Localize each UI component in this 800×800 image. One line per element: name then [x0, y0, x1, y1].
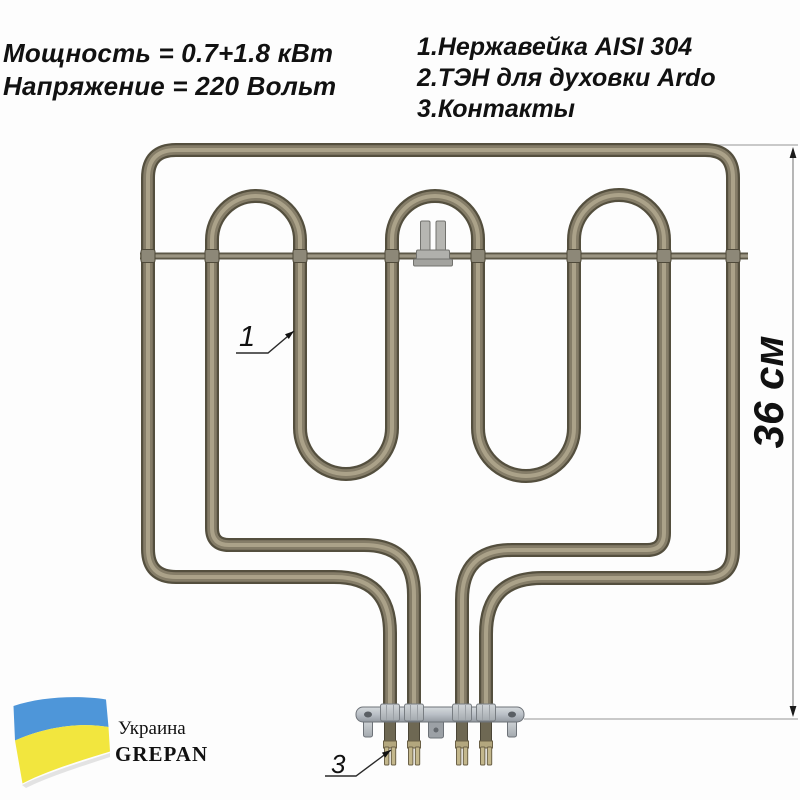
center-tab-screw	[433, 727, 439, 733]
plate-stud-right	[507, 719, 517, 738]
rod-clip	[566, 249, 582, 263]
inner-tube-highlight	[210, 193, 666, 716]
callout-3-arrowhead	[381, 750, 391, 758]
plate-stud-left	[363, 719, 373, 738]
callout-3-label: 3	[331, 749, 346, 779]
callout-1-label: 1	[239, 321, 256, 353]
legend-item-contacts: 3.Контакты	[417, 95, 576, 123]
hanger-prong-right	[435, 220, 446, 255]
country-label: Украина	[118, 718, 186, 739]
fork-terminals	[383, 740, 493, 766]
hanger-lip	[413, 258, 453, 267]
rod-clip	[725, 249, 741, 263]
arrow-up-icon	[789, 147, 797, 158]
ukraine-flag-icon	[13, 697, 110, 788]
rod-clip	[656, 249, 672, 263]
dimension-label: 36 см	[744, 335, 792, 449]
inner-tube-circuit	[212, 195, 664, 714]
inner-tube-body	[212, 195, 664, 714]
flag-blue-band	[13, 697, 109, 741]
hanger-bracket	[413, 220, 453, 267]
rod-clip	[292, 249, 308, 263]
callout-1-arrowhead	[285, 331, 294, 339]
fork-terminal	[479, 740, 493, 766]
fork-terminal	[407, 740, 421, 766]
hex-nuts	[380, 703, 496, 722]
arrow-down-icon	[789, 706, 797, 717]
hex-nut	[404, 703, 424, 722]
rod-clip	[384, 249, 400, 263]
dimension-annotation	[524, 144, 798, 720]
terminal-block	[355, 703, 525, 739]
brand-label: GREPAN	[115, 742, 209, 766]
hanger-prong-left	[420, 220, 431, 255]
plate-hole-left	[364, 711, 372, 718]
rod-clip	[140, 249, 156, 263]
callout-leaders	[236, 330, 392, 777]
hex-nut	[476, 703, 496, 722]
fork-terminal	[383, 740, 397, 766]
flag-yellow-band	[15, 725, 110, 784]
legend-item-product: 2.ТЭН для духовки Ardo	[417, 64, 716, 92]
hex-nut	[452, 703, 472, 722]
plate-hole-right	[508, 711, 516, 718]
spec-voltage: Напряжение = 220 Вольт	[3, 71, 337, 101]
legend-item-material: 1.Нержавейка AISI 304	[417, 33, 693, 61]
hex-nut	[380, 703, 400, 722]
inner-tube-outline	[212, 195, 664, 714]
callout-1-leader	[236, 330, 295, 354]
fork-terminal	[455, 740, 469, 766]
nut-facets	[386, 705, 490, 720]
callout-3-leader	[325, 749, 392, 777]
spec-power: Мощность = 0.7+1.8 кВт	[3, 38, 334, 68]
flag-shadow	[22, 753, 110, 788]
rod-clips	[140, 249, 741, 263]
rod-clip	[204, 249, 220, 263]
rod-clip	[470, 249, 486, 263]
